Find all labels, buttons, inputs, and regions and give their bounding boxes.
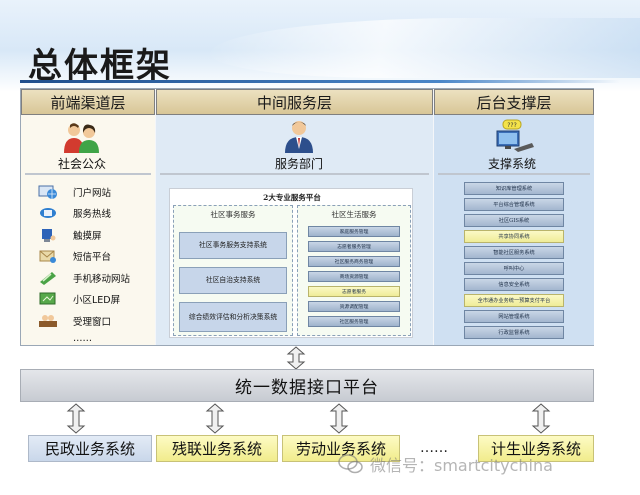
support-system-box: 智能社区服务系统 [464,246,564,259]
watermark: 微信号：smartcitychina [338,452,553,476]
channel-item: 手机移动网站 [37,267,130,289]
column-header-middle: 中间服务层 [156,89,433,115]
department-persona: 服务部门 [275,119,323,172]
affairs-system-box: 社区自治支持系统 [179,267,287,294]
public-persona-label: 社会公众 [58,157,107,171]
mobile-icon [37,270,59,286]
front-channel-column: 社会公众 门户网站 服务热线 触摸屏 [21,115,155,345]
public-persona: 社会公众 [58,121,106,172]
led-screen-icon [37,291,59,307]
watermark-text: 微信号：smartcitychina [370,456,553,475]
support-system-box-highlighted: 共享协同系统 [464,230,564,243]
hotline-icon [37,205,59,221]
support-system-box: 行政监督系统 [464,326,564,339]
channel-item: 受理窗口 [37,310,130,332]
channel-item: 小区LED屏 [37,289,130,311]
life-service-box: 资源调配管理 [308,301,400,312]
title-underline [20,80,620,83]
globe-icon [37,184,59,200]
support-system-box: 知识库管理系统 [464,182,564,195]
channel-item: …… [73,333,92,344]
support-system-box-highlighted: 全市通办业务统一预算支付平台 [464,294,564,307]
affairs-system-box: 综合绩效评估和分析决策系统 [179,302,287,332]
support-system-box: 平台综合管理系统 [464,198,564,211]
community-life-title: 社区生活服务 [331,210,377,219]
header-background [0,0,640,92]
life-service-box: 社区服务商务管理 [308,256,400,267]
people-icon [64,123,99,153]
service-window-icon [37,313,59,329]
double-arrow-icon [66,403,86,434]
column-header-back: 后台支撑层 [434,89,594,115]
double-arrow-icon [531,403,551,434]
support-system-box: 社区GIS系统 [464,214,564,227]
systems-ellipsis: …… [420,440,448,456]
community-affairs-panel: 社区事务服务 社区事务服务支持系统 社区自治支持系统 综合绩效评估和分析决策系统 [173,205,293,336]
computer-icon: ??? [496,119,534,152]
disabled-federation-system: 残联业务系统 [156,435,278,462]
wechat-icon [338,454,363,474]
header-wave [210,18,640,78]
life-service-box: 社区服务管理 [308,316,400,327]
double-arrow-icon [286,346,306,370]
service-platform: 2大专业服务平台 社区事务服务 社区事务服务支持系统 社区自治支持系统 综合绩效… [169,188,413,338]
staff-icon [285,121,313,153]
double-arrow-icon [329,403,349,434]
double-arrow-icon [205,403,225,434]
channel-item: 短信平台 [37,246,130,268]
family-planning-system: 计生业务系统 [478,435,594,462]
front-divider [25,173,151,175]
data-interface-platform: 统一数据接口平台 [20,369,594,402]
support-system-box: 信息安全系统 [464,278,564,291]
support-system-box: 呼叫中心 [464,262,564,275]
column-header-front: 前端渠道层 [21,89,155,115]
platform-title: 2大专业服务平台 [263,193,321,202]
framework-frame: 前端渠道层 中间服务层 后台支撑层 社会公众 门户网站 [20,88,594,346]
channel-list: 门户网站 服务热线 触摸屏 短信平台 [37,181,130,346]
life-service-box: 商场资源管理 [308,271,400,282]
support-system-box: 网站管理系统 [464,310,564,323]
touchscreen-icon [37,227,59,243]
support-persona: ??? 支撑系统 [488,119,536,172]
middle-divider [160,173,429,175]
department-persona-label: 服务部门 [275,157,324,171]
civil-affairs-system: 民政业务系统 [28,435,152,462]
channel-item: 门户网站 [37,181,130,203]
affairs-system-box: 社区事务服务支持系统 [179,232,287,259]
badge-text: ??? [507,122,517,129]
life-service-box: 家庭服务管理 [308,226,400,237]
sms-icon [37,248,59,264]
back-divider [438,173,590,175]
channel-item: 服务热线 [37,203,130,225]
channel-item: 触摸屏 [37,224,130,246]
support-system-list: 知识库管理系统 平台综合管理系统 社区GIS系统 共享协同系统 智能社区服务系统… [434,177,594,345]
life-service-box: 志愿者服务管理 [308,241,400,252]
page-title: 总体框架 [28,46,172,86]
support-persona-label: 支撑系统 [488,157,537,171]
life-service-box-highlighted: 志愿者服务 [308,286,400,297]
community-life-panel: 社区生活服务 家庭服务管理 志愿者服务管理 社区服务商务管理 商场资源管理 志愿… [297,205,411,336]
community-affairs-title: 社区事务服务 [210,210,256,219]
